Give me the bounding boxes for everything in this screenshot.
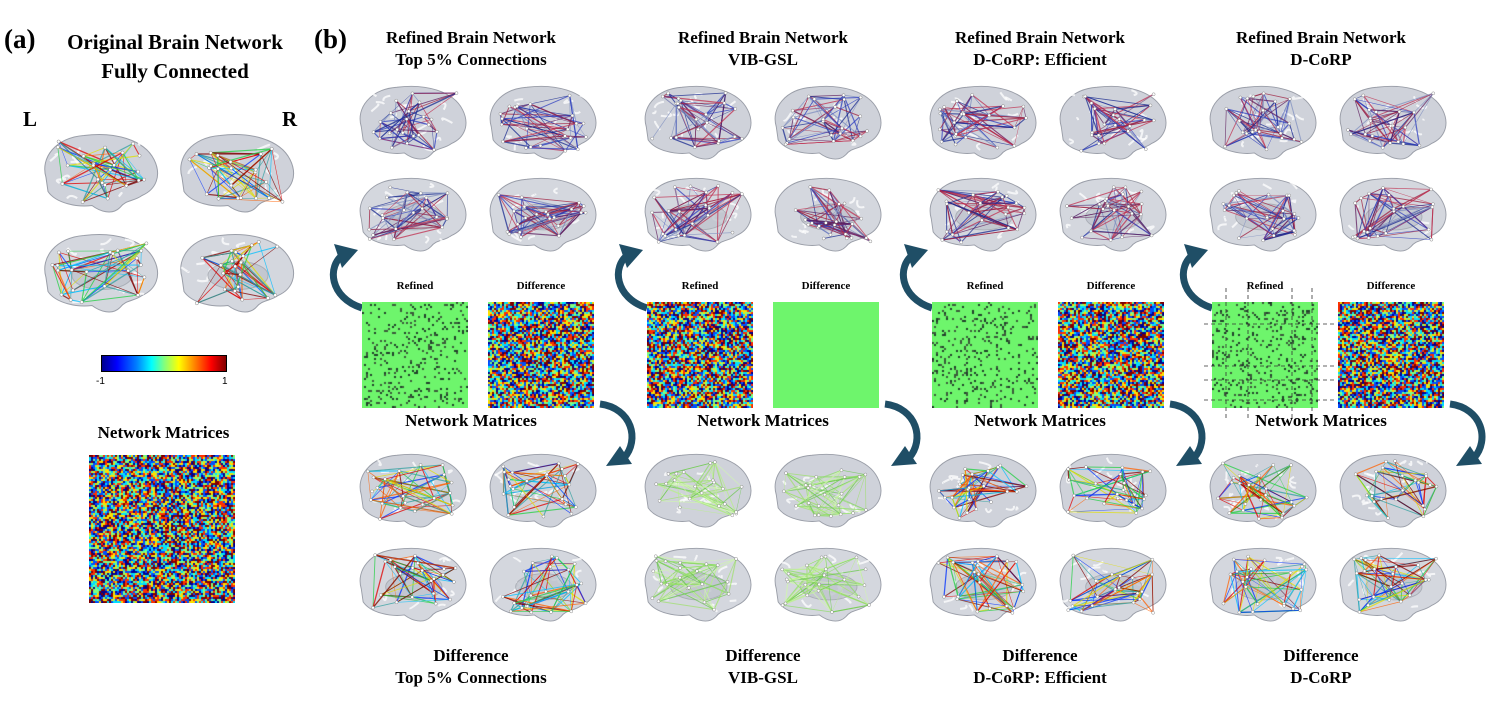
col3-difference-brain-medial-right: [1059, 547, 1167, 622]
original-brain-medial-left: [44, 234, 158, 313]
col3-refined-brain-lateral-left: [929, 85, 1037, 160]
col2-top-title-line1: Refined Brain Network: [678, 28, 848, 47]
left-hemisphere-label: L: [23, 107, 38, 131]
colorbar-min-label: -1: [96, 376, 105, 387]
col2-difference-brain-lateral-right: [774, 453, 882, 528]
col4-refined-matrix: [1212, 302, 1318, 408]
col4-difference-brain-lateral-left: [1209, 453, 1317, 528]
col2-difference-label: Difference: [801, 280, 851, 292]
panel-a-title-line1: Original Brain Network: [67, 30, 283, 54]
col3-refined-brain-lateral-right: [1059, 85, 1167, 160]
col1-top-title-line1: Refined Brain Network: [386, 28, 556, 47]
col3-difference-arrow: [1169, 400, 1206, 466]
col1-difference-label: Difference: [516, 280, 566, 292]
col1-matrix-title: Network Matrices: [405, 411, 537, 430]
col3-refined-brain-medial-left: [929, 177, 1037, 252]
col4-refined-label: Refined: [1246, 280, 1284, 292]
col3-refined-matrix: [932, 302, 1038, 408]
col4-top-title-line2: D-CoRP: [1290, 50, 1352, 69]
panel-a-title-line2: Fully Connected: [101, 59, 249, 83]
col3-matrix-title: Network Matrices: [974, 411, 1106, 430]
col1-difference-brain-medial-left: [359, 547, 467, 622]
col1-refined-brain-lateral-right: [489, 85, 597, 160]
col4-difference-matrix: [1338, 302, 1444, 408]
col2-bottom-title-line2: VIB-GSL: [728, 668, 798, 687]
col3-bottom-title-line2: D-CoRP: Efficient: [973, 668, 1107, 687]
col1-difference-arrow: [599, 400, 636, 466]
panel-a-matrix-title: Network Matrices: [97, 423, 230, 442]
panel-a-label: (a): [4, 24, 36, 54]
col1-bottom-title-line1: Difference: [433, 646, 509, 665]
col1-refined-brain-lateral-left: [359, 85, 467, 160]
col2-difference-brain-medial-left: [644, 547, 752, 622]
col3-difference-matrix: [1058, 302, 1164, 408]
colorbar-max-label: 1: [222, 376, 228, 387]
col2-bottom-title-line1: Difference: [725, 646, 801, 665]
original-network-matrix: [89, 455, 235, 603]
col2-refined-matrix: [647, 302, 753, 408]
original-brain-medial-right: [180, 234, 294, 313]
col1-refined-brain-medial-left: [359, 177, 467, 252]
col2-matrix-title: Network Matrices: [697, 411, 829, 430]
col1-refine-arrow: [329, 244, 364, 312]
col3-refine-arrow: [899, 244, 934, 312]
col4-refine-arrow: [1179, 244, 1214, 312]
col2-difference-brain-medial-right: [774, 547, 882, 622]
col1-top-title-line2: Top 5% Connections: [395, 50, 547, 69]
col4-refined-brain-lateral-left: [1209, 85, 1317, 160]
col2-refined-brain-medial-left: [644, 177, 752, 252]
col4-refined-matrix-dashed-grid: [1204, 288, 1334, 418]
col3-difference-label: Difference: [1086, 280, 1136, 292]
col4-bottom-title-line2: D-CoRP: [1290, 668, 1352, 687]
col3-difference-brain-lateral-right: [1059, 453, 1167, 528]
col4-difference-brain-medial-left: [1209, 547, 1317, 622]
col4-difference-label: Difference: [1366, 280, 1416, 292]
col4-top-title-line1: Refined Brain Network: [1236, 28, 1406, 47]
col2-top-title-line2: VIB-GSL: [728, 50, 798, 69]
col4-matrix-title: Network Matrices: [1255, 411, 1387, 430]
col3-refined-brain-medial-right: [1059, 177, 1167, 252]
col3-bottom-title-line1: Difference: [1002, 646, 1078, 665]
col3-refined-label: Refined: [966, 280, 1004, 292]
original-brain-lateral-right: [180, 134, 294, 213]
col1-refined-brain-medial-right: [489, 177, 597, 252]
col2-refined-brain-lateral-right: [774, 85, 882, 160]
col1-difference-matrix: [488, 302, 594, 408]
col2-difference-matrix: [773, 302, 879, 408]
col1-refined-label: Refined: [396, 280, 434, 292]
col4-refined-brain-lateral-right: [1339, 85, 1447, 160]
col1-difference-brain-medial-right: [489, 547, 597, 622]
right-hemisphere-label: R: [282, 107, 298, 131]
col3-top-title-line1: Refined Brain Network: [955, 28, 1125, 47]
col2-refined-label: Refined: [681, 280, 719, 292]
col4-bottom-title-line1: Difference: [1283, 646, 1359, 665]
col2-refined-brain-lateral-left: [644, 85, 752, 160]
col1-refined-matrix: [362, 302, 468, 408]
col4-difference-arrow: [1449, 400, 1486, 466]
col4-difference-brain-medial-right: [1339, 547, 1447, 622]
col1-bottom-title-line2: Top 5% Connections: [395, 668, 547, 687]
col4-difference-brain-lateral-right: [1339, 453, 1447, 528]
col4-refined-brain-medial-left: [1209, 177, 1317, 252]
col1-difference-brain-lateral-right: [489, 453, 597, 528]
col2-difference-brain-lateral-left: [644, 453, 752, 528]
col3-difference-brain-medial-left: [929, 547, 1037, 622]
colorbar: [101, 355, 227, 372]
col2-refined-brain-medial-right: [774, 177, 882, 252]
panel-b-label: (b): [314, 24, 347, 54]
col1-difference-brain-lateral-left: [359, 453, 467, 528]
col3-difference-brain-lateral-left: [929, 453, 1037, 528]
col2-difference-arrow: [884, 400, 921, 466]
col4-refined-brain-medial-right: [1339, 177, 1447, 252]
col2-refine-arrow: [614, 244, 649, 312]
col3-top-title-line2: D-CoRP: Efficient: [973, 50, 1107, 69]
original-brain-lateral-left: [44, 134, 158, 213]
